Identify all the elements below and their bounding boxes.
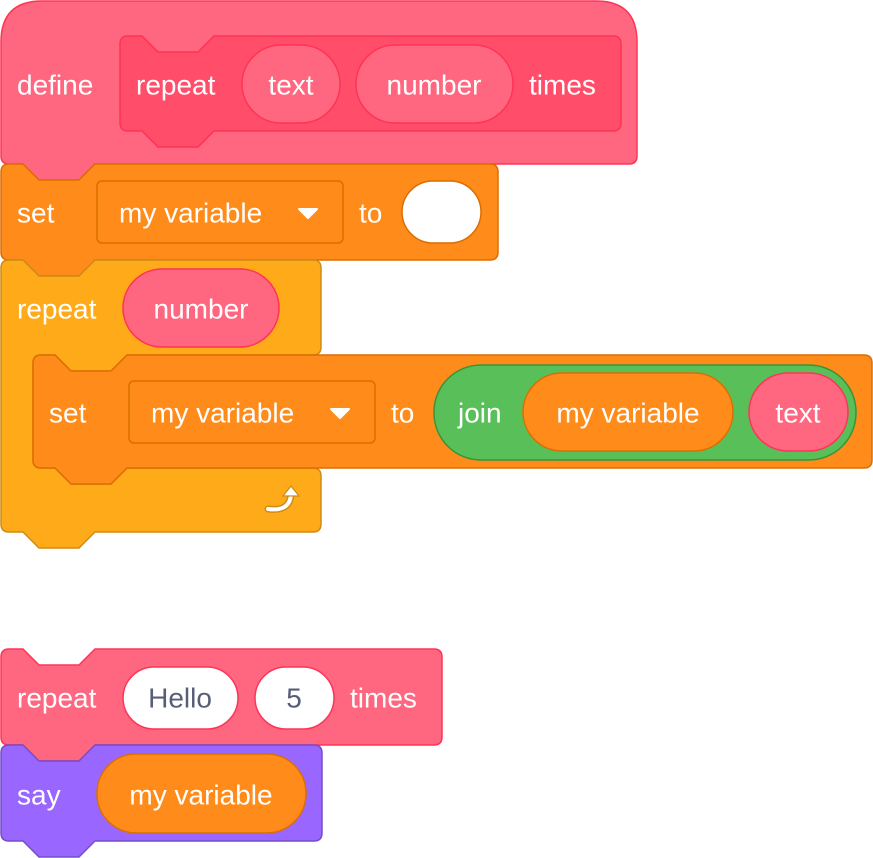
join-arg2-param-reporter[interactable] (748, 372, 849, 452)
inner-to-label: to (391, 398, 414, 429)
say-variable-reporter[interactable] (96, 753, 307, 834)
join-arg2-label: text (775, 398, 820, 429)
param-text-reporter[interactable] (241, 44, 341, 124)
dropdown-arrow-icon (330, 408, 350, 419)
value-input[interactable] (401, 180, 482, 244)
to-label: to (359, 198, 382, 229)
repeat-loop-block[interactable]: repeat number set my variable to join my… (0, 259, 873, 549)
param-text-label: text (268, 70, 313, 101)
call-suffix: times (350, 683, 417, 714)
repeat-count-label: number (154, 294, 249, 325)
inner-set-label: set (49, 398, 87, 429)
repeat-label: repeat (17, 294, 97, 325)
number-argument-value: 5 (286, 683, 302, 714)
set-variable-block[interactable]: set my variable to (0, 163, 499, 277)
custom-block-prototype[interactable]: repeat text number times (119, 35, 622, 148)
call-label: repeat (17, 683, 97, 714)
custom-repeat-call-block[interactable]: repeat Hello 5 times (0, 648, 443, 762)
define-hat-block[interactable]: define repeat text number times (0, 0, 638, 181)
prototype-suffix: times (529, 70, 596, 101)
join-reporter[interactable]: join my variable text (433, 364, 857, 461)
param-number-reporter[interactable] (355, 44, 514, 124)
text-argument-input[interactable] (122, 666, 239, 730)
join-arg1-variable-reporter[interactable] (522, 372, 734, 452)
define-label: define (17, 70, 93, 101)
variable-dropdown-label: my variable (119, 198, 262, 229)
repeat-count-reporter[interactable] (122, 268, 280, 348)
number-argument-input[interactable] (254, 666, 335, 730)
param-number-label: number (387, 70, 482, 101)
say-block[interactable]: say my variable (0, 744, 323, 858)
join-label: join (457, 398, 502, 429)
say-value-label: my variable (129, 780, 272, 811)
inner-variable-dropdown[interactable] (128, 380, 376, 444)
inner-set-variable-block[interactable]: set my variable to join my variable text (32, 354, 873, 485)
set-label: set (17, 198, 55, 229)
loop-arrow-icon (264, 485, 301, 513)
prototype-label: repeat (136, 70, 216, 101)
say-label: say (17, 780, 61, 811)
text-argument-value: Hello (148, 683, 212, 714)
join-arg1-label: my variable (556, 398, 699, 429)
variable-dropdown[interactable] (96, 180, 344, 244)
inner-variable-dropdown-label: my variable (151, 398, 294, 429)
dropdown-arrow-icon (298, 208, 318, 219)
